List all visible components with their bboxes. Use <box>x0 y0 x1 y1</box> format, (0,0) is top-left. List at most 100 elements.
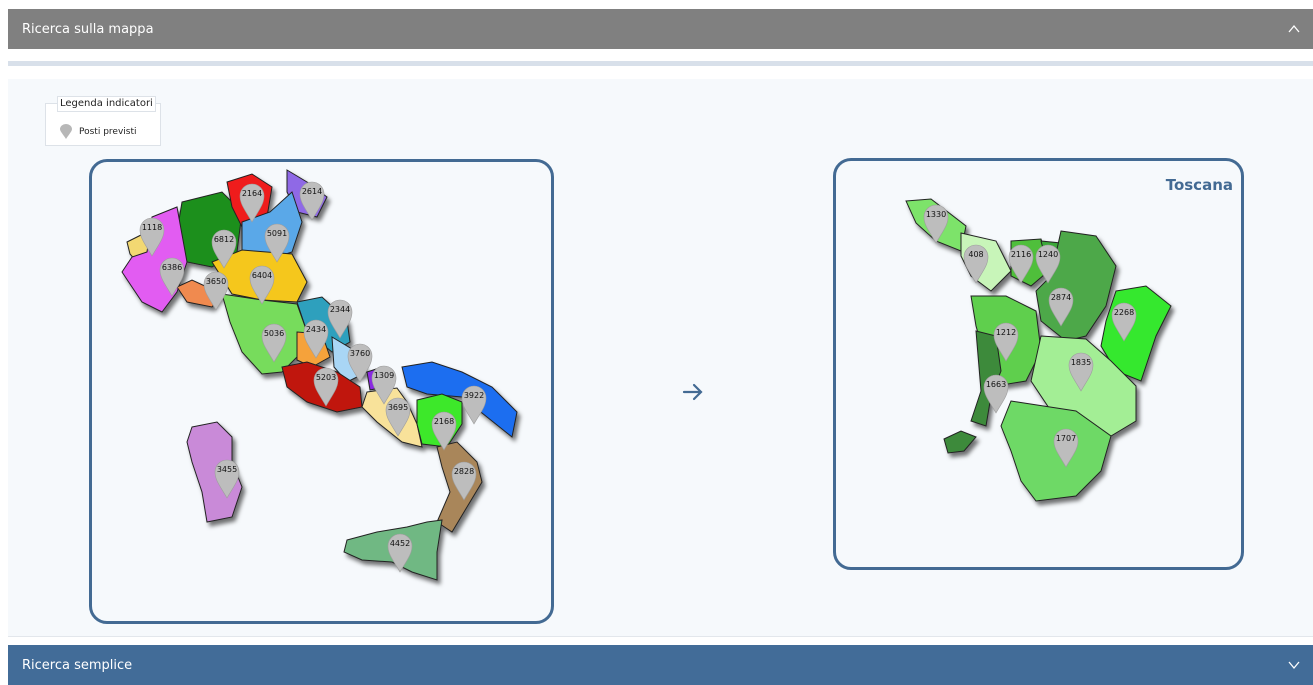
map-pin-icon <box>327 299 353 339</box>
map-search-header[interactable]: Ricerca sulla mappa <box>8 9 1313 49</box>
map-pin-1212[interactable]: 1212 <box>993 322 1019 362</box>
map-pin-label: 2164 <box>242 189 262 198</box>
map-pin-label: 6404 <box>252 271 272 280</box>
map-pin-2116[interactable]: 2116 <box>1008 244 1034 284</box>
map-pin-6386[interactable]: 6386 <box>159 257 185 297</box>
italy-map: 2164 2614 1118 6812 5091 6386 3650 6404 2344 5036… <box>121 169 518 581</box>
map-pin-icon <box>1048 287 1074 327</box>
map-pin-label: 2268 <box>1114 308 1134 317</box>
map-pin-3650[interactable]: 3650 <box>203 271 229 311</box>
map-pin-1707[interactable]: 1707 <box>1053 428 1079 468</box>
map-pin-icon <box>159 257 185 297</box>
region-shape[interactable] <box>401 361 518 438</box>
map-pin-label: 2344 <box>330 305 350 314</box>
header-divider <box>8 61 1313 66</box>
map-pin-label: 1707 <box>1056 434 1076 443</box>
map-pin-3695[interactable]: 3695 <box>385 397 411 437</box>
map-pin-icon <box>203 271 229 311</box>
chevron-up-icon[interactable] <box>1287 22 1301 36</box>
map-pin-label: 2434 <box>306 325 326 334</box>
map-pin-label: 2828 <box>454 467 474 476</box>
map-pin-3922[interactable]: 3922 <box>461 385 487 425</box>
map-pin-icon <box>451 461 477 501</box>
region-shape[interactable] <box>186 421 243 523</box>
map-pin-2614[interactable]: 2614 <box>299 181 325 221</box>
map-pin-2344[interactable]: 2344 <box>327 299 353 339</box>
map-pin-icon <box>60 124 72 139</box>
map-pin-label: 3650 <box>206 277 226 286</box>
legend-box: Legenda indicatori Posti previsti <box>45 96 161 146</box>
map-pin-icon <box>239 183 265 223</box>
map-pin-3760[interactable]: 3760 <box>347 343 373 383</box>
map-pin-2164[interactable]: 2164 <box>239 183 265 223</box>
map-pin-icon <box>431 411 457 451</box>
map-area-border <box>8 636 1313 637</box>
map-pin-icon <box>371 365 397 405</box>
map-pin-label: 1212 <box>996 328 1016 337</box>
map-pin-2434[interactable]: 2434 <box>303 319 329 359</box>
map-pin-2268[interactable]: 2268 <box>1111 302 1137 342</box>
map-pin-label: 3922 <box>464 391 484 400</box>
map-pin-1663[interactable]: 1663 <box>983 374 1009 414</box>
legend-title: Legenda indicatori <box>57 96 156 112</box>
map-pin-label: 2614 <box>302 187 322 196</box>
map-pin-2828[interactable]: 2828 <box>451 461 477 501</box>
map-pin-1309[interactable]: 1309 <box>371 365 397 405</box>
map-pin-icon <box>303 319 329 359</box>
map-pin-label: 3455 <box>217 465 237 474</box>
map-pin-5091[interactable]: 5091 <box>264 223 290 263</box>
map-pin-label: 1835 <box>1071 358 1091 367</box>
map-pin-icon <box>993 322 1019 362</box>
map-pin-icon <box>261 323 287 363</box>
map-pin-label: 1118 <box>142 223 162 232</box>
map-pin-icon <box>923 204 949 244</box>
map-pin-2874[interactable]: 2874 <box>1048 287 1074 327</box>
map-pin-label: 1309 <box>374 371 394 380</box>
map-pin-icon <box>387 533 413 573</box>
map-pin-label: 3760 <box>350 349 370 358</box>
map-pin-label: 5036 <box>264 329 284 338</box>
map-pin-408[interactable]: 408 <box>963 244 989 284</box>
map-pin-icon <box>214 459 240 499</box>
map-pin-label: 5091 <box>267 229 287 238</box>
map-pin-5036[interactable]: 5036 <box>261 323 287 363</box>
simple-search-title: Ricerca semplice <box>22 657 133 673</box>
map-pin-5203[interactable]: 5203 <box>313 367 339 407</box>
map-pin-1240[interactable]: 1240 <box>1035 244 1061 284</box>
map-pin-icon <box>1035 244 1061 284</box>
map-pin-label: 4452 <box>390 539 410 548</box>
map-pin-icon <box>1068 352 1094 392</box>
map-pin-2168[interactable]: 2168 <box>431 411 457 451</box>
map-pin-icon <box>139 217 165 257</box>
map-pin-icon <box>313 367 339 407</box>
map-pin-icon <box>385 397 411 437</box>
map-pin-3455[interactable]: 3455 <box>214 459 240 499</box>
map-pin-6404[interactable]: 6404 <box>249 265 275 305</box>
chevron-down-icon[interactable] <box>1287 658 1301 672</box>
map-pin-icon <box>1008 244 1034 284</box>
province-shape[interactable] <box>1000 400 1112 502</box>
map-pin-label: 1663 <box>986 380 1006 389</box>
map-pin-icon <box>211 229 237 269</box>
map-pin-label: 6812 <box>214 235 234 244</box>
map-pin-1118[interactable]: 1118 <box>139 217 165 257</box>
map-pin-icon <box>264 223 290 263</box>
map-pin-label: 6386 <box>162 263 182 272</box>
map-pin-icon <box>1053 428 1079 468</box>
map-pin-1835[interactable]: 1835 <box>1068 352 1094 392</box>
map-search-title: Ricerca sulla mappa <box>22 21 154 37</box>
map-pin-icon <box>963 244 989 284</box>
map-pin-label: 1330 <box>926 210 946 219</box>
map-pin-label: 3695 <box>388 403 408 412</box>
map-pin-6812[interactable]: 6812 <box>211 229 237 269</box>
map-pin-1330[interactable]: 1330 <box>923 204 949 244</box>
map-pin-4452[interactable]: 4452 <box>387 533 413 573</box>
simple-search-header[interactable]: Ricerca semplice <box>8 645 1313 685</box>
map-pin-label: 2116 <box>1011 250 1031 259</box>
legend-item-label: Posti previsti <box>79 127 137 137</box>
map-pin-icon <box>1111 302 1137 342</box>
map-pin-icon <box>461 385 487 425</box>
province-shape[interactable] <box>943 430 977 454</box>
map-pin-label: 1240 <box>1038 250 1058 259</box>
